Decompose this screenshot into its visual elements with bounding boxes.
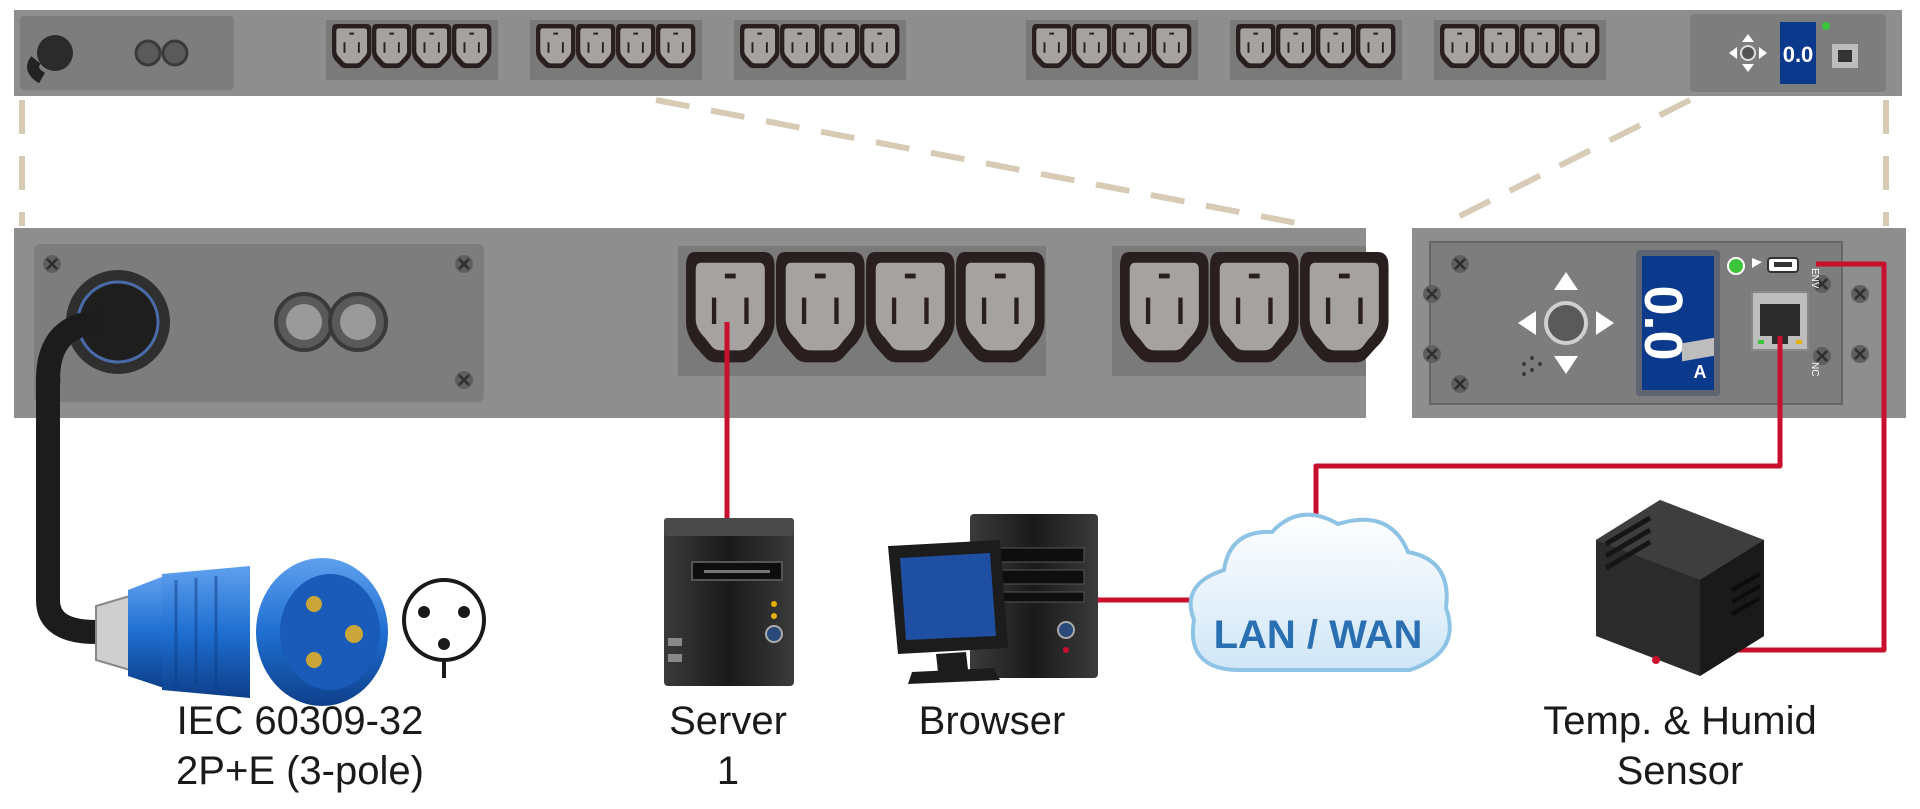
pdu-overview-strip: 0.0: [14, 10, 1902, 96]
outlet-3: [866, 252, 955, 363]
sensor-caption: Temp. & Humid Sensor: [1500, 696, 1860, 796]
outlet-4: [956, 252, 1045, 363]
power-cord: [36, 310, 105, 644]
plug-caption-line2: 2P+E (3-pole): [176, 749, 424, 793]
usb-port-icon[interactable]: [1752, 257, 1799, 273]
pdu-chassis-zoom: [14, 228, 1389, 418]
dpad-icon[interactable]: [1518, 272, 1614, 374]
svg-text:0.0: 0.0: [1783, 42, 1814, 67]
env-port-label: ENV: [1809, 268, 1820, 289]
socket-pin-icon: [402, 578, 486, 678]
browser-caption-line1: Browser: [918, 699, 1066, 743]
outlet-bank-2: [1112, 246, 1389, 376]
sensor-cable: [1700, 261, 1887, 653]
outlet-7: [1300, 252, 1389, 363]
plug-caption-line1: IEC 60309-32: [176, 699, 424, 743]
plug-caption: IEC 60309-32 2P+E (3-pole): [100, 696, 500, 796]
cables: [36, 261, 1887, 653]
display-unit: A: [1694, 362, 1707, 382]
circuit-breakers: [274, 292, 388, 352]
overview-outlet-group: [1230, 20, 1402, 80]
control-panel-zoom: 0.0 A ENV NC: [1412, 228, 1906, 418]
sensor-box-icon: [1596, 337, 1764, 676]
outlet-bank-1: [678, 246, 1046, 376]
overview-outlet-group: [326, 20, 498, 80]
power-inlet-gland: [66, 270, 170, 374]
buzzer-grille: [1522, 356, 1542, 376]
sensor-caption-line1: Temp. & Humid: [1543, 699, 1817, 743]
current-display: 0.0 A: [1633, 250, 1720, 396]
outlet-5: [1120, 252, 1209, 363]
iec-plug-icon: [95, 558, 388, 706]
cloud-icon: LAN / WAN: [1188, 512, 1452, 672]
led-icon: [1727, 257, 1745, 275]
overview-outlet-group: [1026, 20, 1198, 80]
outlet-1: [686, 252, 775, 363]
overview-control-panel: 0.0: [1690, 14, 1886, 92]
server-caption: Server 1: [628, 696, 828, 796]
outlet-6: [1210, 252, 1299, 363]
overview-outlet-group: [530, 20, 702, 80]
overview-outlet-group: [734, 20, 906, 80]
desktop-computer-icon: [888, 514, 1098, 684]
network-label: LAN / WAN: [1214, 613, 1423, 657]
net-port-label: NC: [1809, 362, 1820, 376]
server-caption-line2: 1: [716, 749, 740, 793]
server-caption-line1: Server: [669, 699, 787, 743]
browser-caption: Browser: [892, 696, 1092, 746]
overview-outlet-group: [1434, 20, 1606, 80]
outlet-2: [776, 252, 865, 363]
zoom-guides: [19, 97, 1889, 229]
network-cable: [1313, 336, 1783, 516]
server-tower-icon: [664, 518, 794, 686]
sensor-caption-line2: Sensor: [1616, 749, 1744, 793]
